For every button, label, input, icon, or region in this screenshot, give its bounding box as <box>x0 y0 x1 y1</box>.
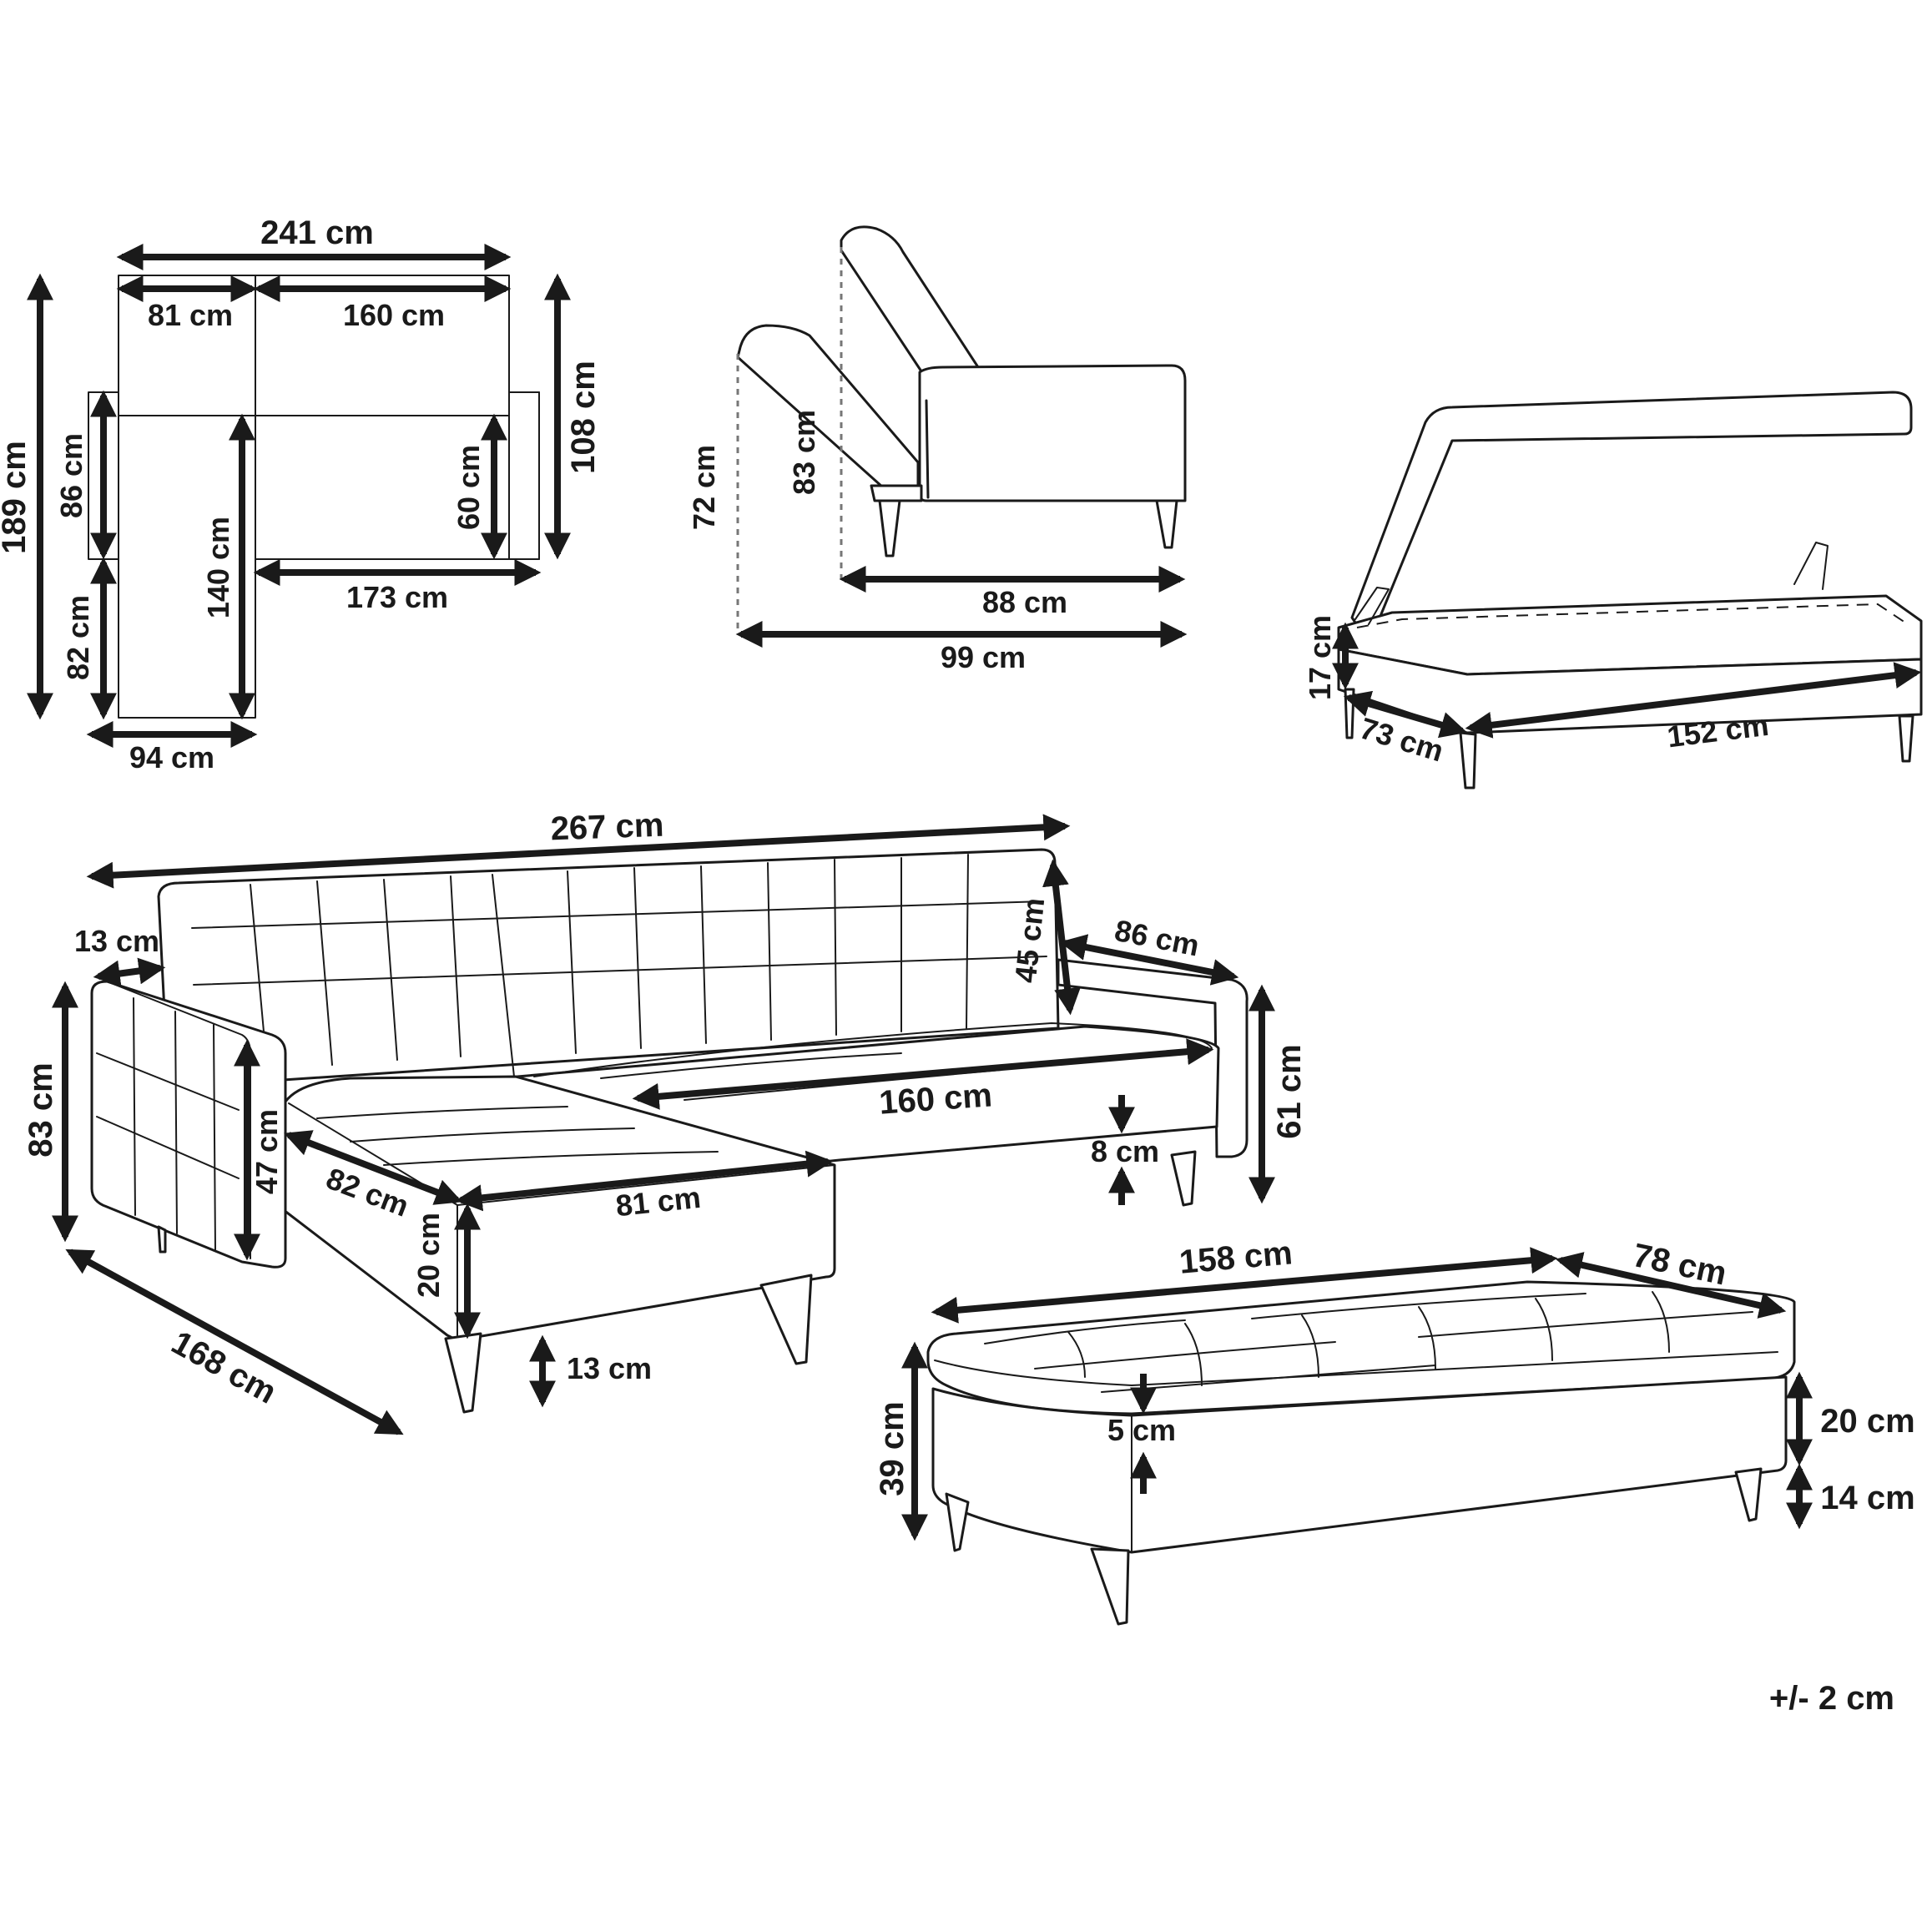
storage-dimension-arrows <box>1332 622 1922 739</box>
storage-height-label: 17 cm <box>1303 615 1337 700</box>
ottoman-cushion-thickness-label: 5 cm <box>1107 1413 1176 1447</box>
ottoman-view: 158 cm 78 cm 39 cm 5 cm 20 cm 14 cm <box>874 1234 1915 1626</box>
ottoman-drawing <box>926 1280 1796 1626</box>
side-depth-label: 88 cm <box>982 585 1067 619</box>
plan-chaise-bottom-width-label: 94 cm <box>129 740 214 774</box>
ottoman-height-label: 39 cm <box>874 1401 911 1496</box>
side-backrest-height-label: 83 cm <box>787 410 821 495</box>
sofa-seat-height-label: 61 cm <box>1271 1044 1308 1138</box>
ottoman-dimension-arrows <box>901 1247 1813 1541</box>
side-reclined-height-label: 72 cm <box>687 445 721 530</box>
plan-view: 241 cm 81 cm 160 cm 189 cm 86 cm 82 cm 1… <box>0 214 602 774</box>
sofa-cushion-thickness-label: 8 cm <box>1091 1134 1159 1168</box>
ottoman-leg-height-label: 14 cm <box>1820 1480 1914 1516</box>
plan-sofa-width-label: 160 cm <box>343 298 445 332</box>
ottoman-width-label: 158 cm <box>1178 1234 1294 1281</box>
sofa-total-width-label: 267 cm <box>550 807 664 848</box>
plan-chaise-length-label: 140 cm <box>201 517 235 618</box>
plan-total-depth-label: 189 cm <box>0 441 33 554</box>
side-dimension-arrows <box>735 566 1188 648</box>
plan-chaise-extension-label: 82 cm <box>61 595 95 680</box>
sofa-seat-front-height-label: 20 cm <box>411 1213 446 1298</box>
sofa-height-label: 83 cm <box>23 1062 59 1157</box>
side-reclined-depth-label: 99 cm <box>941 640 1026 674</box>
side-profile <box>736 225 1187 557</box>
plan-seat-depth-label: 60 cm <box>451 445 486 530</box>
sofa-armrest-width-label: 13 cm <box>74 924 159 958</box>
storage-view: 17 cm 73 cm 152 cm <box>1303 391 1923 789</box>
ottoman-base-height-label: 20 cm <box>1820 1403 1914 1440</box>
plan-chaise-width-label: 81 cm <box>148 298 233 332</box>
plan-total-width-label: 241 cm <box>260 214 374 251</box>
plan-width-with-arm-label: 173 cm <box>346 580 448 614</box>
tolerance-note: +/- 2 cm <box>1769 1680 1894 1717</box>
sofa-view: 267 cm 13 cm 45 cm 86 cm 83 cm 47 cm 61 … <box>23 807 1308 1435</box>
sofa-seat-width-label: 160 cm <box>878 1077 993 1121</box>
sofa-leg-height-label: 13 cm <box>567 1351 652 1385</box>
side-view: 83 cm 72 cm 88 cm 99 cm <box>687 225 1188 674</box>
sofa-arm-height-label: 47 cm <box>250 1109 284 1194</box>
plan-depth-with-arm-label: 108 cm <box>565 361 602 474</box>
plan-dimension-arrows <box>27 244 571 748</box>
plan-sofa-depth-label: 86 cm <box>54 433 88 518</box>
sofa-dimension-arrows <box>52 814 1275 1435</box>
